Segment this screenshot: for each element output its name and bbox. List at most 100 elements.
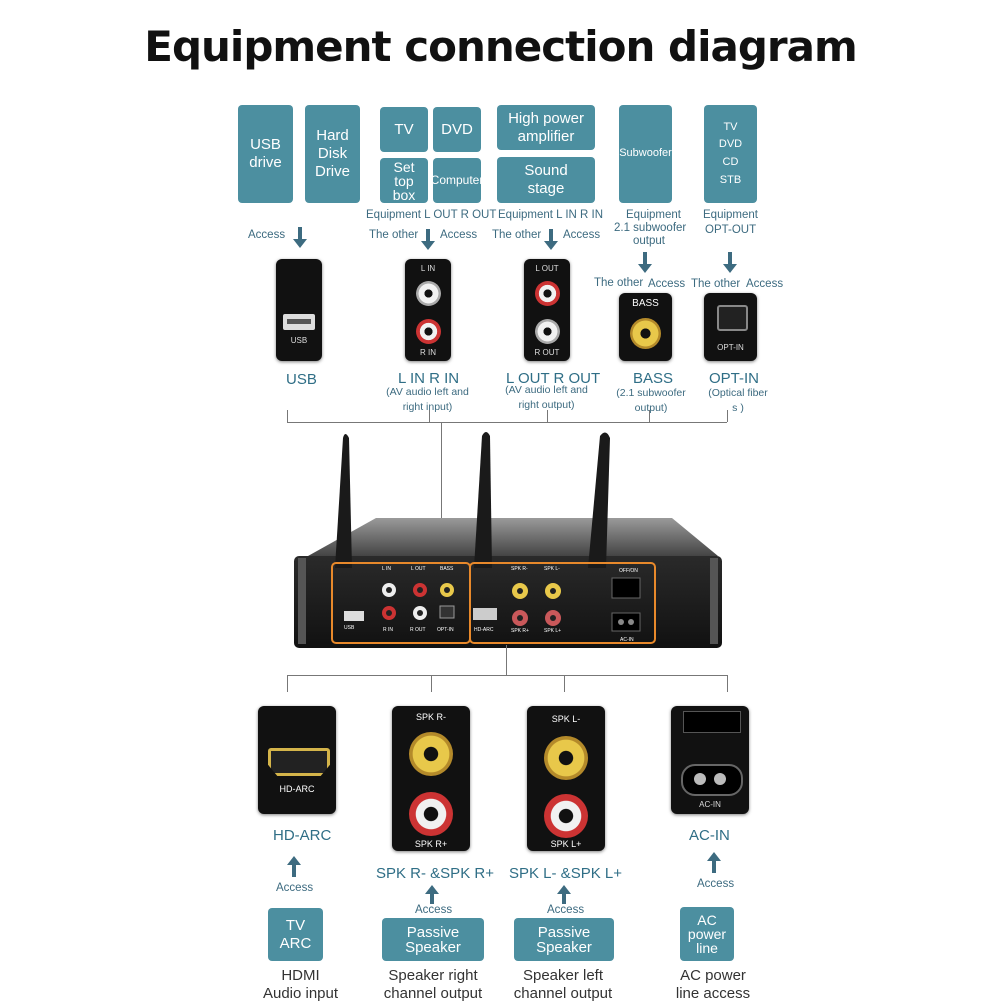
source-ac-power-line: AC power line [680,907,734,961]
top-bracket-tick [287,410,288,422]
bass-port-label: BASS [632,298,659,309]
device-label-spkr-minus: SPK R- [511,566,528,572]
spkr-port-name: SPK R- &SPK R+ [376,865,494,882]
speaker-left-description: Speaker left channel output [513,967,613,1002]
arrow-down-icon [421,229,435,250]
acin-port-label: AC-IN [699,800,721,809]
source-usb-drive: USB drive [238,105,293,203]
hdarc-port-label: HD-ARC [279,784,315,794]
arrow-down-icon [544,229,558,250]
usb-port-name: USB [286,371,317,388]
spkr-port-photo: SPK R- SPK R+ [392,706,470,851]
rin-port-label: R IN [420,348,436,357]
lout-port-name: L OUT R OUT [506,370,601,387]
gold-binding-post-icon [544,736,588,780]
source-dvd: DVD [433,107,481,152]
lin-rin-port-photo: L IN R IN [405,259,451,361]
ac-socket-icon [681,764,743,796]
arrow-up-icon [287,856,301,877]
spkl-minus-label: SPK L- [551,714,581,724]
arrow-down-icon [638,252,652,273]
lout-caption-line1: Equipment L IN R IN [498,209,604,221]
lout-rout-port-photo: L OUT R OUT [524,259,570,361]
device-label-hdarc: HD-ARC [474,627,494,633]
top-bracket-line [287,422,727,423]
bass-caption-line1: Equipment [626,209,681,221]
top-drop-line [441,422,442,564]
bass-port-photo: BASS [619,293,672,361]
lin-port-note: (AV audio left and right input) [386,386,469,414]
source-high-power-amplifier: High power amplifier [497,105,595,150]
device-label-lin: L IN [382,566,391,572]
source-hard-disk: Hard Disk Drive [305,105,360,203]
red-binding-post-icon [544,794,588,838]
lin-port-name: L IN R IN [398,370,460,387]
opt-caption-access: Access [746,278,784,290]
source-optical-devices: TV DVD CD STB [704,105,757,203]
spkl-port-name: SPK L- &SPK L+ [509,865,622,882]
usb-port-photo: USB [276,259,322,361]
source-subwoofer: Subwoofer [619,105,672,203]
bass-caption-line2: 2.1 subwoofer [614,222,687,234]
device-label-spkr-plus: SPK R+ [511,628,529,634]
lout-caption-other: The other [492,229,542,241]
device-label-acin: AC-IN [620,637,634,643]
bass-port-note: (2.1 subwoofer output) [616,387,686,415]
device-label-rout: R OUT [410,627,426,633]
optical-port-photo: OPT-IN [704,293,757,361]
hdmi-socket-icon [268,748,330,776]
top-bracket-tick [649,410,650,422]
device-label-optin: OPT-IN [437,627,454,633]
bass-caption-line3: output [633,235,665,247]
bottom-bracket-line [287,675,728,676]
gold-binding-post-icon [409,732,453,776]
lin-port-label: L IN [420,264,436,273]
device-label-spkl-minus: SPK L- [544,566,560,572]
lin-caption-line1: Equipment L OUT R OUT [366,209,497,221]
red-binding-post-icon [409,792,453,836]
hdmi-description: HDMI Audio input [262,967,339,1002]
hdarc-port-photo: HD-ARC [258,706,336,814]
source-passive-speaker-right: Passive Speaker [382,918,484,961]
bass-port-name: BASS [633,370,674,387]
usb-access-caption: Access [248,229,286,241]
hdarc-access-caption: Access [276,882,314,894]
white-rca-jack-icon [535,319,560,344]
spkr-plus-label: SPK R+ [414,839,448,849]
device-label-lout: L OUT [411,566,426,572]
acin-port-name: AC-IN [689,827,730,844]
red-rca-jack-icon [416,319,441,344]
bottom-bracket-tick [431,675,432,692]
source-sound-stage: Sound stage [497,157,595,203]
white-rca-jack-icon [416,281,441,306]
bass-caption-access: Access [648,278,686,290]
bottom-drop-line [506,645,507,675]
spkr-minus-label: SPK R- [415,712,446,722]
arrow-up-icon [557,885,571,904]
arrow-down-icon [293,227,307,248]
rout-port-label: R OUT [534,348,560,357]
opt-caption-line1: Equipment [703,209,758,221]
yellow-rca-jack-icon [630,318,661,349]
device-label-rin: R IN [383,627,393,633]
opt-port-label: OPT-IN [717,343,744,352]
spkl-access-caption: Access [547,904,585,916]
top-bracket-tick [727,410,728,422]
source-computer: Computer [431,158,483,203]
acin-port-photo: AC-IN [671,706,749,814]
arrow-down-icon [723,252,737,273]
source-tv: TV [380,107,428,152]
lout-port-label: L OUT [535,264,559,273]
optical-socket-icon [717,305,748,331]
spkl-port-photo: SPK L- SPK L+ [527,706,605,851]
lout-caption-access: Access [563,229,601,241]
spkr-access-caption: Access [415,904,453,916]
device-label-spkl-plus: SPK L+ [544,628,562,634]
bottom-bracket-tick [287,675,288,692]
lout-port-note: (AV audio left and right output) [505,384,588,412]
device-label-offon: OFF/ON [619,568,638,574]
source-set-top-box: Set top box [380,158,428,203]
ac-power-description: AC power line access [675,967,751,1002]
acin-access-caption: Access [697,878,735,890]
bottom-bracket-tick [727,675,728,692]
